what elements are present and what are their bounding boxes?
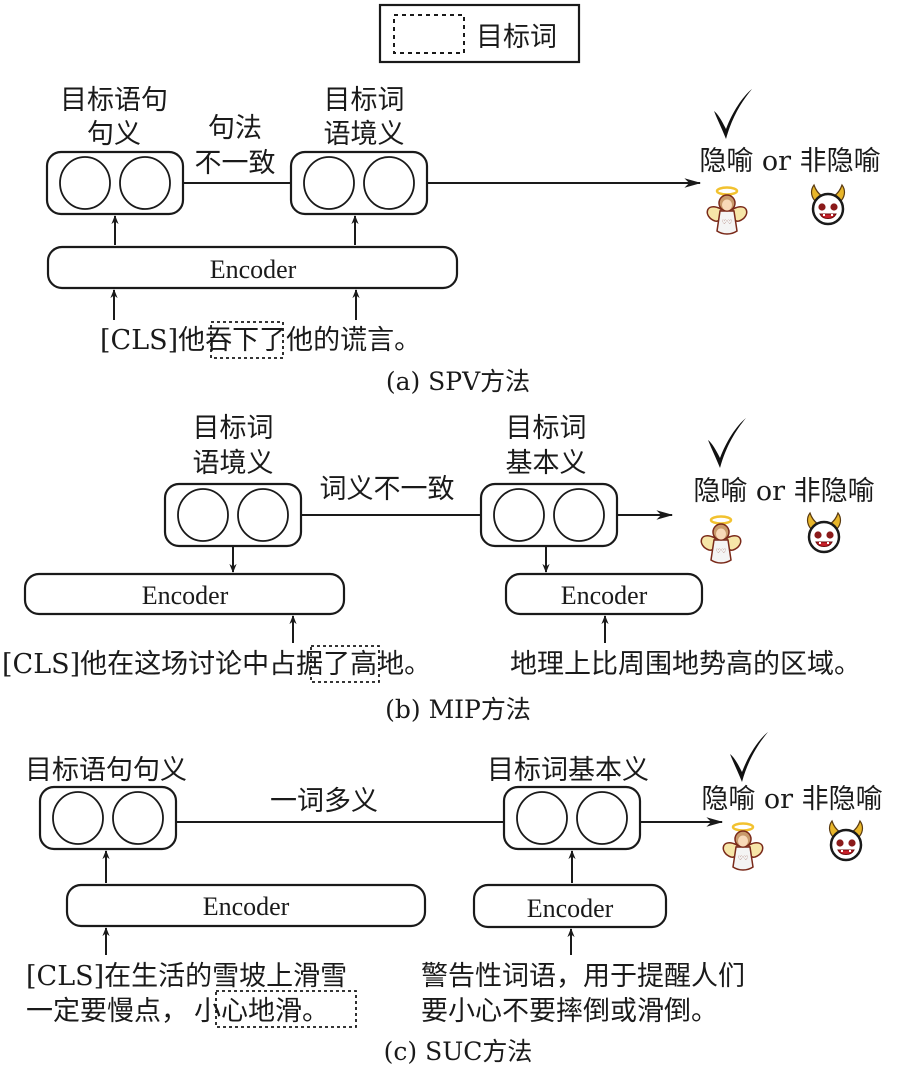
mip-sentence-encoder [23, 572, 346, 616]
spv-output-label: 隐喻 or 非隐喻 [699, 146, 880, 177]
suc-word-basic-representation-block [502, 785, 642, 851]
suc-definition-encoder-label: Encoder [527, 894, 614, 923]
mip-left-label-line2: 语境义 [193, 448, 274, 479]
mip-sentence: [CLS]他在这场讨论中占据了高地。 [2, 649, 431, 680]
spv-checkmark-icon [714, 89, 752, 139]
spv-right-label-line2: 语境义 [324, 119, 405, 150]
suc-definition-line1: 警告性词语，用于提醒人们 [421, 961, 745, 992]
mip-right-label-line2: 基本义 [506, 448, 587, 479]
spv-encoder-label: Encoder [210, 255, 297, 284]
suc-checkmark-icon [730, 732, 768, 782]
mip-left-label-line1: 目标词 [193, 413, 274, 444]
suc-sentence-line2: 一定要慢点，小心地滑。 [26, 996, 329, 1027]
spv-sentence-prefix: [CLS]他 [100, 325, 205, 356]
mip-angel-emoji-icon [700, 515, 742, 565]
panel-spv: 目标语句 句义 目标词 语境义 句法 不一致 Encoder [CLS]他吞下了… [45, 85, 881, 396]
mip-definition-encoder-label: Encoder [561, 581, 648, 610]
mip-target-word-highlight [310, 645, 380, 683]
suc-devil-emoji-icon [828, 819, 864, 862]
spv-relation-line2: 不一致 [195, 148, 276, 179]
mip-sentence-encoder-label: Encoder [142, 581, 229, 610]
mip-caption: (b) MIP方法 [385, 695, 531, 724]
spv-sentence-representation-block [45, 150, 185, 216]
mip-right-label-line1: 目标词 [506, 413, 587, 444]
suc-sentence-representation-block [38, 785, 178, 851]
spv-sentence-suffix: 了他的谎言。 [259, 325, 421, 356]
panel-mip: 目标词 语境义 目标词 基本义 词义不一致 Encoder Encoder [C… [2, 413, 875, 724]
suc-target-word-highlight [215, 990, 357, 1028]
suc-sentence-line2-suffix: 。 [302, 996, 329, 1027]
suc-angel-emoji-icon [722, 822, 764, 872]
mip-relation: 词义不一致 [320, 474, 455, 505]
suc-target-word: 小心地滑 [194, 996, 302, 1027]
spv-left-label-line1: 目标语句 [60, 85, 168, 116]
spv-target-word: 吞下 [205, 325, 259, 356]
mip-checkmark-icon [708, 418, 746, 468]
suc-caption: (c) SUC方法 [384, 1037, 533, 1066]
spv-target-word-highlight [210, 321, 284, 359]
suc-right-label: 目标词基本义 [487, 755, 649, 786]
spv-right-label-line1: 目标词 [324, 85, 405, 116]
spv-word-context-representation-block [289, 150, 429, 216]
suc-relation: 一词多义 [270, 786, 378, 817]
mip-output-label: 隐喻 or 非隐喻 [693, 476, 874, 507]
spv-relation-line1: 句法 [208, 113, 262, 144]
spv-caption: (a) SPV方法 [386, 367, 530, 396]
suc-sentence-line2-prefix: 一定要慢点， [26, 996, 188, 1027]
suc-sentence-line1: [CLS]在生活的雪坡上滑雪 [26, 961, 347, 992]
suc-definition-line2: 要小心不要摔倒或滑倒。 [421, 996, 718, 1027]
suc-output-label: 隐喻 or 非隐喻 [701, 784, 882, 815]
spv-devil-emoji-icon [810, 183, 846, 226]
spv-left-label-line2: 句义 [87, 119, 141, 150]
mip-definition-encoder [504, 572, 704, 616]
suc-definition-encoder [472, 883, 668, 929]
legend: 目标词 [378, 3, 581, 64]
suc-sentence-encoder [65, 883, 427, 928]
mip-sentence-prefix: [CLS]他在这场讨论中 [2, 649, 269, 680]
suc-sentence-encoder-label: Encoder [203, 892, 290, 921]
mip-devil-emoji-icon [806, 511, 842, 554]
suc-left-label: 目标语句句义 [25, 755, 187, 786]
mip-word-basic-representation-block [479, 482, 619, 548]
panel-suc: 目标语句句义 目标词基本义 一词多义 Encoder Encoder [CLS]… [25, 732, 883, 1066]
mip-target-word: 占据 [269, 649, 323, 680]
legend-dashed-box-icon [393, 14, 465, 54]
spv-encoder [46, 245, 459, 290]
spv-angel-emoji-icon [706, 186, 748, 236]
mip-sentence-suffix: 了高地。 [323, 649, 431, 680]
mip-definition: 地理上比周围地势高的区域。 [510, 649, 861, 680]
legend-label: 目标词 [476, 22, 557, 53]
mip-word-context-representation-block [163, 482, 303, 548]
spv-sentence: [CLS]他吞下了他的谎言。 [100, 325, 421, 356]
